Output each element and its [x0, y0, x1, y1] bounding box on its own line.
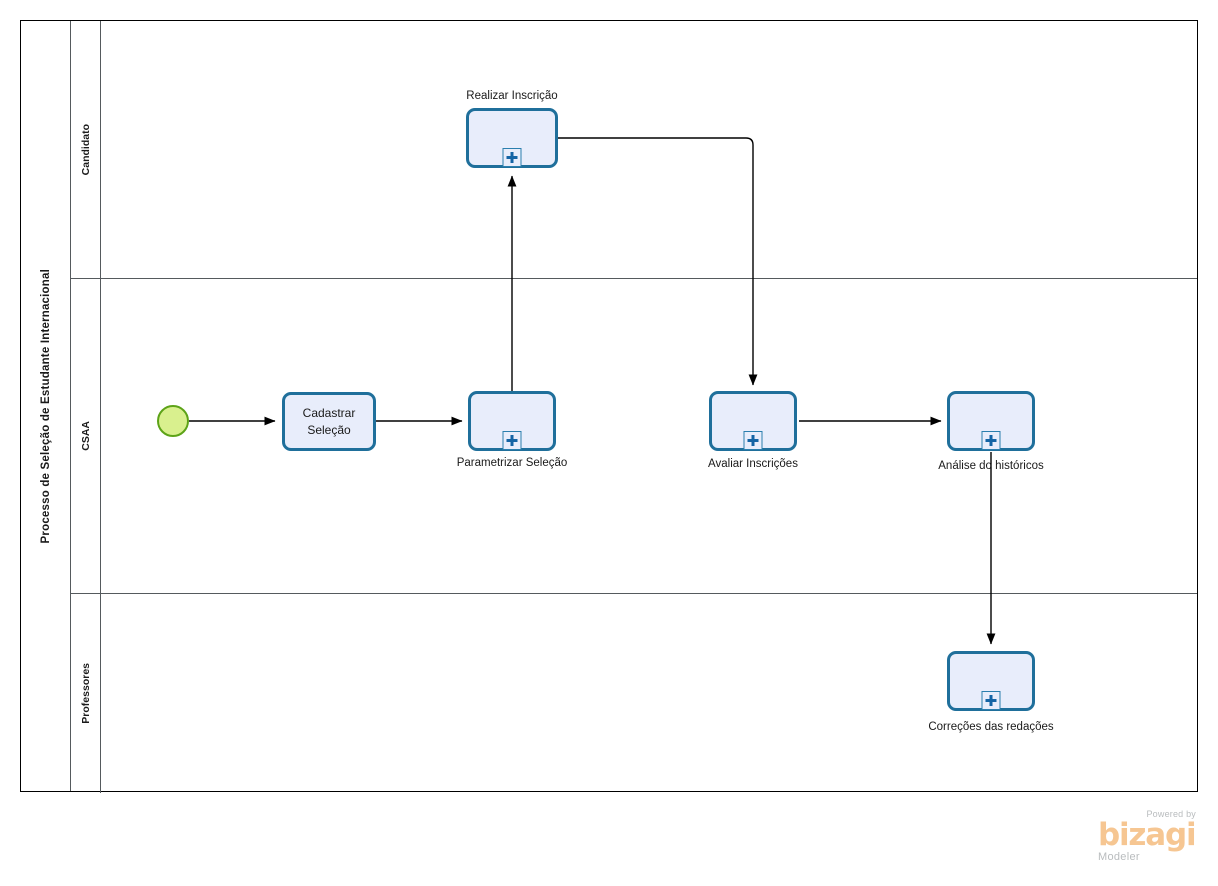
lane-header-candidato: Candidato: [71, 21, 101, 278]
pool-title-band: Processo de Seleção de Estudante Interna…: [21, 21, 71, 791]
lane-header-professores: Professores: [71, 593, 101, 793]
collapsed-subprocess-icon: [981, 691, 1001, 710]
collapsed-subprocess-icon: [981, 431, 1001, 450]
pool-title-label: Processo de Seleção de Estudante Interna…: [39, 268, 52, 544]
task-label-cadastrar-selecao: Cadastrar Seleção: [302, 406, 356, 437]
task-label-realizar-inscricao: Realizar Inscrição: [466, 90, 558, 102]
task-realizar-inscricao[interactable]: [466, 108, 558, 168]
task-cadastrar-selecao[interactable]: Cadastrar Seleção: [282, 392, 376, 451]
task-label-avaliar-inscricoes: Avaliar Inscrições: [708, 458, 798, 470]
lane-csaa: CSAA: [71, 278, 1197, 593]
lane-candidato: Candidato: [71, 21, 1197, 278]
lane-label-professores: Professores: [79, 662, 92, 724]
collapsed-subprocess-icon: [743, 431, 763, 450]
start-event[interactable]: [157, 405, 189, 437]
task-analise-do-historicos[interactable]: [947, 391, 1035, 451]
lane-header-csaa: CSAA: [71, 278, 101, 593]
watermark-powered-by: Powered by: [1146, 809, 1196, 819]
lane-label-csaa: CSAA: [79, 420, 92, 451]
watermark-product: Modeler: [1098, 850, 1140, 863]
task-label-correcoes-das-redacoes: Correções das redações: [928, 721, 1054, 733]
task-label-parametrizar-selecao: Parametrizar Seleção: [456, 457, 568, 469]
lane-professores: Professores: [71, 593, 1197, 793]
lane-divider-2: [71, 593, 1197, 594]
watermark-brand: bizagi: [1098, 817, 1197, 853]
task-parametrizar-selecao[interactable]: [468, 391, 556, 451]
lane-divider-1: [71, 278, 1197, 279]
lane-label-candidato: Candidato: [79, 123, 92, 176]
collapsed-subprocess-icon: [502, 148, 522, 167]
bizagi-watermark: Powered by bizagi Modeler: [1098, 809, 1198, 863]
collapsed-subprocess-icon: [502, 431, 522, 450]
task-avaliar-inscricoes[interactable]: [709, 391, 797, 451]
task-correcoes-das-redacoes[interactable]: [947, 651, 1035, 711]
task-label-analise-do-historicos: Análise do históricos: [938, 460, 1044, 472]
